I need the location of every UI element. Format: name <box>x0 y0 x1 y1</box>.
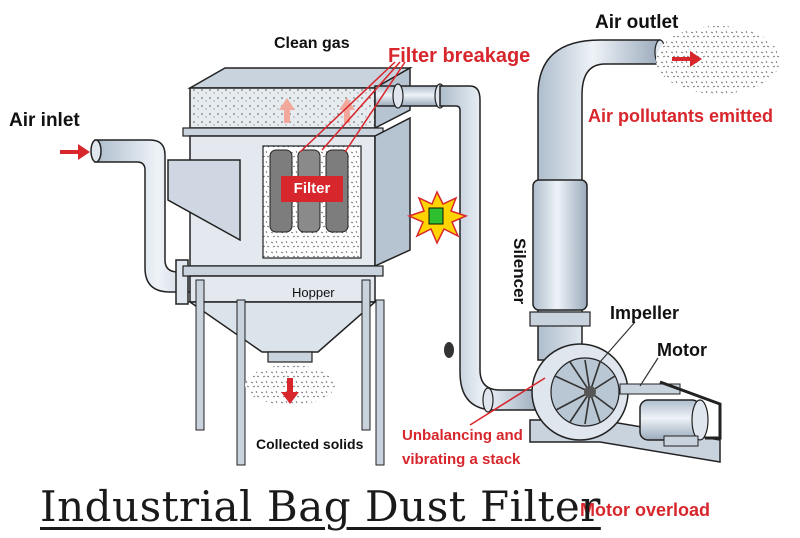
inlet-arrow <box>60 144 90 160</box>
vibration-spark-icon <box>406 190 469 245</box>
label-air-outlet: Air outlet <box>595 12 679 33</box>
label-unbalancing-line1: Unbalancing and <box>402 427 523 444</box>
label-air-pollutants: Air pollutants emitted <box>588 106 774 126</box>
label-collected-solids: Collected solids <box>256 436 364 452</box>
label-unbalancing-line2: vibrating a stack <box>402 451 521 468</box>
pollutant-cloud <box>656 26 780 94</box>
outlet-duct <box>374 83 541 413</box>
label-clean-gas: Clean gas <box>274 35 350 52</box>
label-motor: Motor <box>657 340 707 360</box>
leader-lines <box>299 61 546 426</box>
baghouse-housing <box>167 66 413 466</box>
label-silencer: Silencer <box>510 238 529 305</box>
collected-solids-pile <box>245 365 335 405</box>
label-hopper: Hopper <box>292 285 335 300</box>
label-filter: Filter <box>281 176 343 202</box>
page-title: Industrial Bag Dust Filter <box>40 482 601 531</box>
label-air-inlet: Air inlet <box>9 110 80 131</box>
label-impeller: Impeller <box>610 303 680 323</box>
motor <box>639 380 722 447</box>
impeller-leaders <box>599 321 659 387</box>
label-motor-overload: Motor overload <box>580 500 711 520</box>
label-filter-breakage: Filter breakage <box>388 45 531 67</box>
fan-assembly <box>529 343 721 463</box>
